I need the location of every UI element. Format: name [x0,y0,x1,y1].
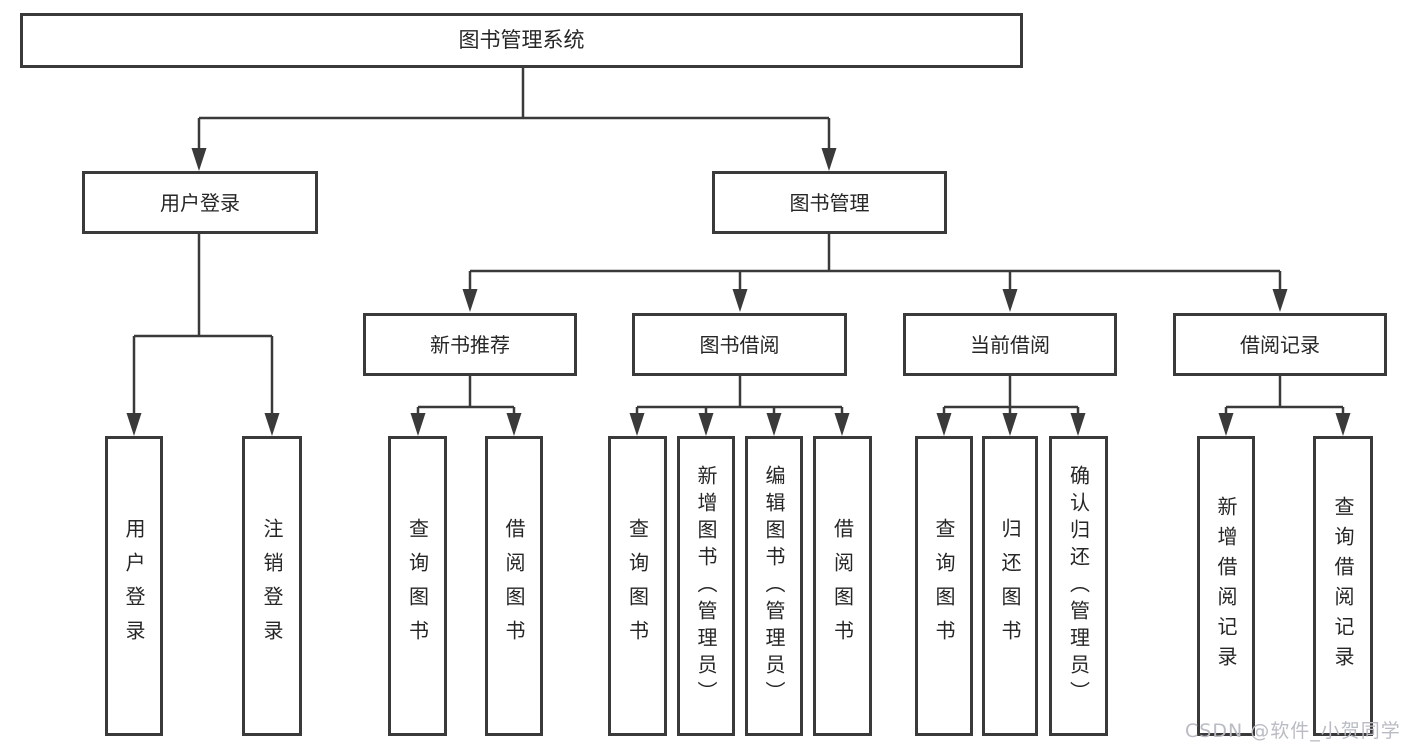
connector-current-borrow-split [936,376,1086,436]
node-add-books-admin: 新增图书（管理员） [677,436,735,736]
node-label: 归还图书 [998,518,1022,654]
arrow-down-icon [264,413,280,436]
node-query-books-current: 查询图书 [915,436,973,736]
node-borrow-books-recommend: 借阅图书 [485,436,543,736]
arrow-down-icon [821,148,837,171]
arrow-down-icon [1002,413,1018,436]
arrow-down-icon [1002,289,1018,312]
node-label: 图书管理 [789,190,870,215]
node-logout-leaf: 注销登录 [242,436,302,736]
node-query-books-recommend: 查询图书 [388,436,447,736]
node-edit-books-admin: 编辑图书（管理员） [745,436,803,736]
node-label: 图书借阅 [699,332,780,357]
node-confirm-return-admin: 确认归还（管理员） [1049,436,1108,736]
arrow-down-icon [126,413,142,436]
arrow-down-icon [1218,413,1234,436]
node-add-borrow-record: 新增借阅记录 [1197,436,1255,736]
arrow-down-icon [191,148,207,171]
node-label: 借阅记录 [1240,332,1320,357]
arrow-down-icon [1272,289,1288,312]
arrow-down-icon [1070,413,1086,436]
node-label: 注销登录 [260,518,284,654]
connector-book-borrow-split [629,376,850,436]
connector-root-split [191,68,837,171]
node-label: 查询图书 [405,518,430,654]
node-label: 当前借阅 [970,332,1050,357]
node-label: 用户登录 [122,518,146,654]
arrow-down-icon [834,413,850,436]
node-label: 新书推荐 [430,332,510,357]
arrow-down-icon [1335,413,1351,436]
arrow-down-icon [410,413,426,436]
node-query-borrow-record: 查询借阅记录 [1313,436,1373,736]
arrow-down-icon [506,413,522,436]
node-label: 新增图书（管理员） [694,464,718,708]
node-label: 编辑图书（管理员） [762,464,786,708]
node-return-books: 归还图书 [982,436,1038,736]
node-label: 确认归还（管理员） [1066,464,1091,708]
arrow-down-icon [629,413,645,436]
node-label: 用户登录 [160,190,240,215]
node-query-books-borrowing: 查询图书 [608,436,667,736]
connector-book-mgmt-split [462,234,1288,312]
node-label: 借阅图书 [502,518,526,654]
node-label: 查询图书 [625,518,650,654]
node-book-management: 图书管理 [712,171,947,234]
node-borrow-records: 借阅记录 [1173,313,1387,376]
connector-user-login-split [126,234,280,436]
node-label: 图书管理系统 [458,28,585,52]
node-current-borrowing: 当前借阅 [903,313,1117,376]
node-borrow-books-borrowing: 借阅图书 [813,436,872,736]
node-user-login: 用户登录 [82,171,318,234]
arrow-down-icon [766,413,782,436]
connector-borrow-records-split [1218,376,1351,436]
arrow-down-icon [732,289,748,312]
node-user-login-leaf: 用户登录 [105,436,163,736]
connector-new-books-split [410,376,522,436]
node-system-root: 图书管理系统 [20,13,1023,68]
node-label: 查询图书 [932,518,956,654]
arrow-down-icon [462,289,478,312]
node-label: 借阅图书 [830,518,855,654]
arrow-down-icon [936,413,952,436]
node-label: 查询借阅记录 [1331,496,1355,676]
node-label: 新增借阅记录 [1214,496,1238,676]
csdn-watermark: CSDN @软件_小贺同学 [1185,720,1401,742]
arrow-down-icon [698,413,714,436]
node-book-borrowing: 图书借阅 [632,313,847,376]
node-new-book-recommend: 新书推荐 [363,313,577,376]
